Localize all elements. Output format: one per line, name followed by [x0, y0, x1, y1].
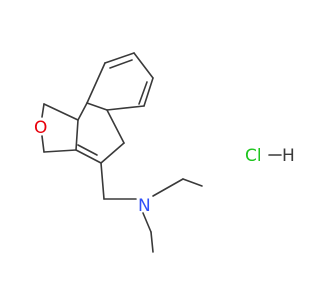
- bond: [138, 81, 148, 105]
- bond: [41, 135, 45, 153]
- bond: [142, 212, 152, 233]
- bond: [150, 231, 154, 253]
- bond: [75, 119, 79, 151]
- bond: [109, 59, 133, 69]
- bond: [143, 77, 154, 107]
- bond: [86, 102, 108, 111]
- bond: [43, 149, 77, 153]
- nitrogen-atom-label: N: [138, 196, 151, 216]
- structure-canvas: O N Cl H: [34, 52, 295, 253]
- bond: [77, 144, 98, 156]
- bond: [43, 103, 79, 121]
- molecule-structure: O N Cl H: [34, 52, 295, 253]
- bond: [75, 149, 102, 164]
- bond: [106, 105, 145, 111]
- chlorine-atom-label: Cl: [245, 146, 262, 166]
- bond: [41, 103, 45, 118]
- bond: [100, 162, 105, 200]
- bond: [133, 52, 154, 79]
- bond: [86, 62, 106, 104]
- bond: [100, 142, 125, 164]
- bond: [152, 178, 184, 197]
- oxygen-atom-label: O: [34, 118, 47, 138]
- bond: [106, 109, 125, 144]
- bond: [77, 102, 88, 121]
- bond: [104, 52, 135, 64]
- hydrogen-atom-label: H: [282, 146, 295, 166]
- bond: [182, 178, 203, 187]
